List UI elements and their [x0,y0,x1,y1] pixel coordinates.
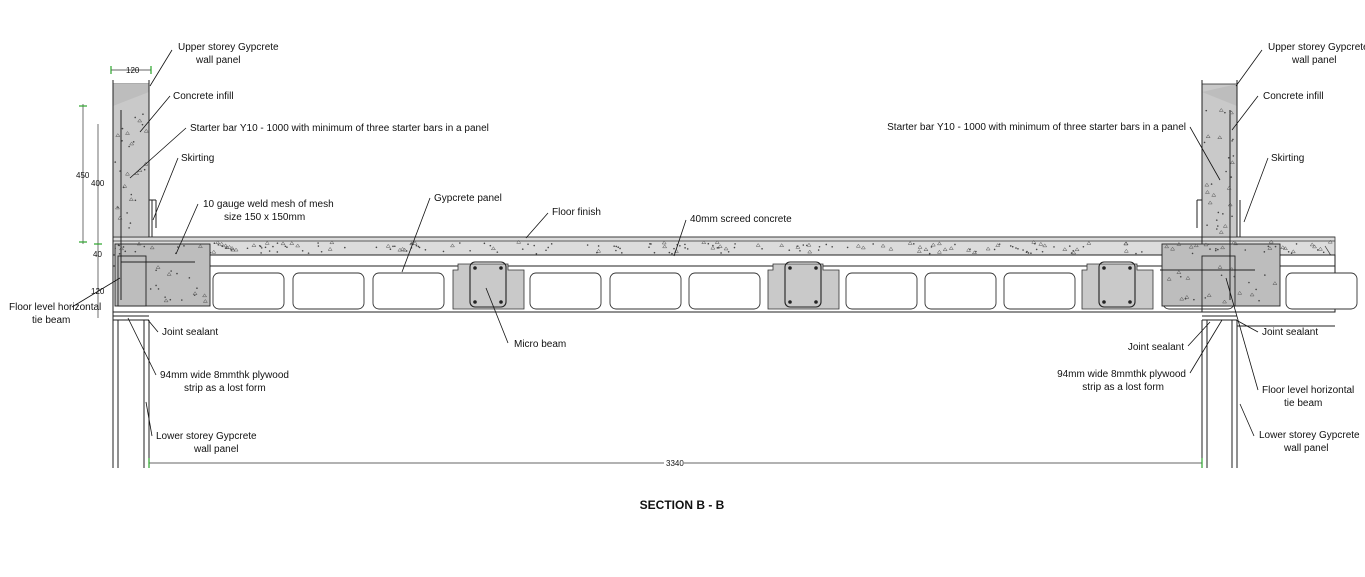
label-tie-beam-right-line2: tie beam [1284,398,1322,409]
label-tie-beam-line1: Floor level horizontal [9,302,101,313]
micro-beam-stirrup [1098,261,1136,308]
rebar-dot [1102,300,1106,304]
micro-beam [1081,263,1154,310]
label-upper-wall-right-line2: wall panel [1291,55,1336,66]
label-tie-beam-line2: tie beam [32,315,70,326]
screed-layer [112,236,1336,273]
label-lower-wall-right-line2: wall panel [1283,443,1328,454]
rebar-dot [814,300,818,304]
rebar-dot [788,300,792,304]
dim-wall-width: 120 [126,66,140,75]
micro-beam [452,263,525,310]
panel-cavity [212,272,285,310]
label-upper-wall-line2: wall panel [195,55,240,66]
label-skirting-right: Skirting [1271,153,1304,164]
rebar-dot [499,266,503,270]
panel-cavity [845,272,918,310]
micro-beam-stirrup [784,261,822,308]
label-plywood-right-line1: 94mm wide 8mmthk plywood [1057,369,1186,380]
label-plywood-line1: 94mm wide 8mmthk plywood [160,370,289,381]
dim-450: 450 [76,171,90,180]
label-weld-mesh-line2: size 150 x 150mm [224,212,305,223]
rebar-dot [814,266,818,270]
panel-cavity [609,272,682,310]
label-plywood-line2: strip as a lost form [184,383,266,394]
rebar-dot [1102,266,1106,270]
micro-beams [452,261,1154,310]
labels-right: Upper storey Gypcrete wall panel Concret… [887,42,1365,454]
label-skirting: Skirting [181,153,214,164]
label-floor-finish: Floor finish [552,207,601,218]
label-starter-bar: Starter bar Y10 - 1000 with minimum of t… [190,123,489,134]
labels-left: Upper storey Gypcrete wall panel Concret… [9,42,792,455]
dim-span: 3340 [666,459,684,468]
label-gypcrete-panel: Gypcrete panel [434,193,502,204]
label-plywood-right-line2: strip as a lost form [1082,382,1164,393]
panel-cavity [372,272,445,310]
label-weld-mesh-line1: 10 gauge weld mesh of mesh [203,199,334,210]
panel-cavity [1003,272,1076,310]
rebar-dot [499,300,503,304]
label-upper-wall-line1: Upper storey Gypcrete [178,42,279,53]
label-screed: 40mm screed concrete [690,214,792,225]
leader-lines [71,49,1269,437]
panel-cavity [688,272,761,310]
label-joint-sealant-right-inner: Joint sealant [1128,342,1184,353]
drawing-title: SECTION B - B [640,498,725,512]
label-starter-bar-right: Starter bar Y10 - 1000 with minimum of t… [887,122,1186,133]
left-wall [112,80,211,468]
rebar-dot [1128,300,1132,304]
label-concrete-infill-right: Concrete infill [1263,91,1324,102]
label-upper-wall-right-line1: Upper storey Gypcrete [1268,42,1365,53]
rebar-dot [473,266,477,270]
rebar-dot [788,266,792,270]
aggregate-texture [114,108,1333,304]
panel-cavity [924,272,997,310]
dim-40: 40 [93,250,102,259]
dimensions: 120 450 400 40 120 3340 [76,66,1203,468]
label-tie-beam-right-line1: Floor level horizontal [1262,385,1354,396]
label-concrete-infill: Concrete infill [173,91,234,102]
label-lower-wall-line2: wall panel [193,444,238,455]
label-joint-sealant-right: Joint sealant [1262,327,1318,338]
label-lower-wall-line1: Lower storey Gypcrete [156,431,257,442]
dim-400: 400 [91,179,105,188]
panel-cavity [292,272,365,310]
label-micro-beam: Micro beam [514,339,566,350]
label-joint-sealant: Joint sealant [162,327,218,338]
rebar-dot [1128,266,1132,270]
micro-beam-stirrup [469,261,507,308]
panel-cavity [529,272,602,310]
micro-beam [767,263,840,310]
rebar-dot [473,300,477,304]
panel-cavity [1285,272,1358,310]
label-lower-wall-right-line1: Lower storey Gypcrete [1259,430,1360,441]
